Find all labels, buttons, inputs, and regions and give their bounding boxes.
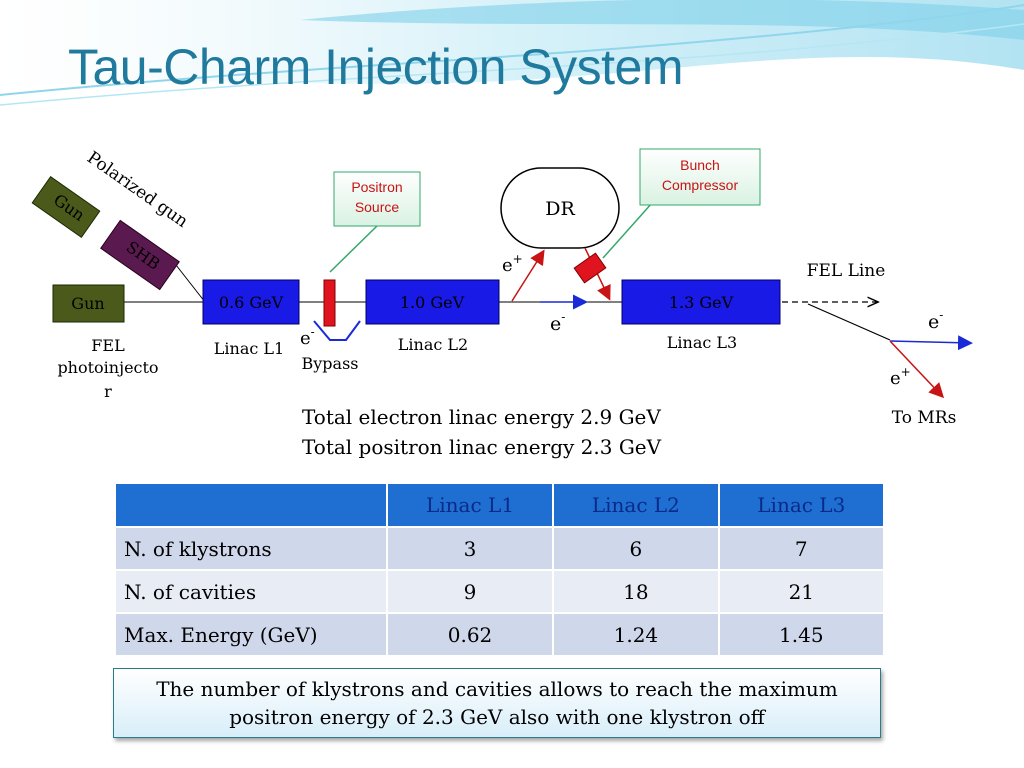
table-cell: 0.62 (385, 612, 555, 657)
table-header-cell: Linac L3 (717, 482, 886, 528)
table-cell: 6 (552, 526, 720, 571)
note-line2: positron energy of 2.3 GeV also with one… (229, 705, 765, 729)
total-positron-energy: Total positron linac energy 2.3 GeV (302, 435, 662, 459)
polarized-gun-label: Polarized gun (83, 148, 191, 232)
positron-symbol-dr: e+ (502, 252, 523, 276)
linac-l3-box (621, 279, 781, 325)
linac-l3-energy: 1.3 GeV (669, 293, 734, 312)
positron-to-dr-arrow (511, 249, 545, 302)
shb-box: SHB (100, 219, 180, 291)
table-header-cell (114, 482, 388, 528)
bunch-compressor-callout (639, 148, 761, 206)
gun-bottom-label: Gun (71, 294, 104, 313)
positron-source-callout (333, 171, 421, 227)
totals-block: Total electron linac energy 2.9 GeV Tota… (302, 402, 661, 462)
bypass-label: Bypass (302, 354, 359, 373)
electron-symbol-out: e- (928, 308, 943, 333)
split-line (807, 303, 891, 341)
positron-target (323, 279, 336, 327)
table-cell: 21 (717, 569, 886, 614)
bunch-compressor-element (573, 252, 607, 284)
fel-photoinjector-line3: r (104, 382, 112, 401)
positron-symbol-out: e+ (890, 365, 911, 389)
linac-l1-label: Linac L1 (214, 339, 284, 358)
table-cell: 18 (552, 569, 720, 614)
linac-l2-label: Linac L2 (398, 335, 468, 354)
total-electron-energy: Total electron linac energy 2.9 GeV (302, 405, 661, 429)
table-cell: 9 (385, 569, 555, 614)
table-cell: 3 (385, 526, 555, 571)
table-row: Max. Energy (GeV) 0.62 1.24 1.45 (114, 612, 886, 657)
bunch-compressor-line1: Bunch (680, 157, 720, 173)
positron-to-mrs-arrow (889, 340, 945, 399)
table-cell: N. of cavities (114, 569, 388, 614)
bypass-path (313, 320, 361, 341)
positron-source-line2: Source (355, 199, 400, 215)
fel-photoinjector-line1: FEL (91, 336, 125, 355)
table-header-cell: Linac L2 (552, 482, 720, 528)
slide-title: Tau-Charm Injection System (68, 39, 684, 95)
to-mrs-label: To MRs (892, 408, 957, 428)
table-cell: 1.24 (552, 612, 720, 657)
electron-symbol-mid: e- (550, 310, 565, 335)
fel-line-label: FEL Line (807, 261, 886, 281)
table-header-row: Linac L1 Linac L2 Linac L3 (114, 482, 886, 528)
bunch-compressor-pointer (602, 202, 653, 259)
table-cell: N. of klystrons (114, 526, 388, 571)
linac-l3-label: Linac L3 (667, 333, 737, 352)
linac-l2-energy: 1.0 GeV (400, 293, 465, 312)
bypass-electron-symbol: e- (300, 325, 315, 349)
linac-l2-box (365, 279, 500, 325)
bunch-compressor-line2: Compressor (662, 177, 739, 193)
dr-label: DR (545, 198, 575, 220)
table-cell: 7 (717, 526, 886, 571)
linac-l1-box (202, 279, 300, 325)
gun-bottom-box (52, 284, 125, 323)
electron-to-mrs-arrow (889, 335, 973, 351)
shb-beam-line (175, 264, 206, 303)
fel-photoinjector-line2: photoinjecto (57, 358, 158, 377)
positron-source-line1: Positron (351, 179, 402, 195)
note-line1: The number of klystrons and cavities all… (156, 677, 838, 701)
linac-parameters-table: Linac L1 Linac L2 Linac L3 N. of klystro… (114, 482, 886, 657)
table-header-cell: Linac L1 (385, 482, 555, 528)
table-row: N. of klystrons 3 6 7 (114, 526, 886, 571)
table-row: N. of cavities 9 18 21 (114, 569, 886, 614)
table-cell: Max. Energy (GeV) (114, 612, 388, 657)
positron-source-pointer (329, 224, 379, 273)
linac-l1-energy: 0.6 GeV (219, 293, 284, 312)
note-box: The number of klystrons and cavities all… (113, 668, 881, 738)
gun-top-box: Gun (31, 175, 101, 239)
table-cell: 1.45 (717, 612, 886, 657)
damping-ring (500, 167, 620, 249)
